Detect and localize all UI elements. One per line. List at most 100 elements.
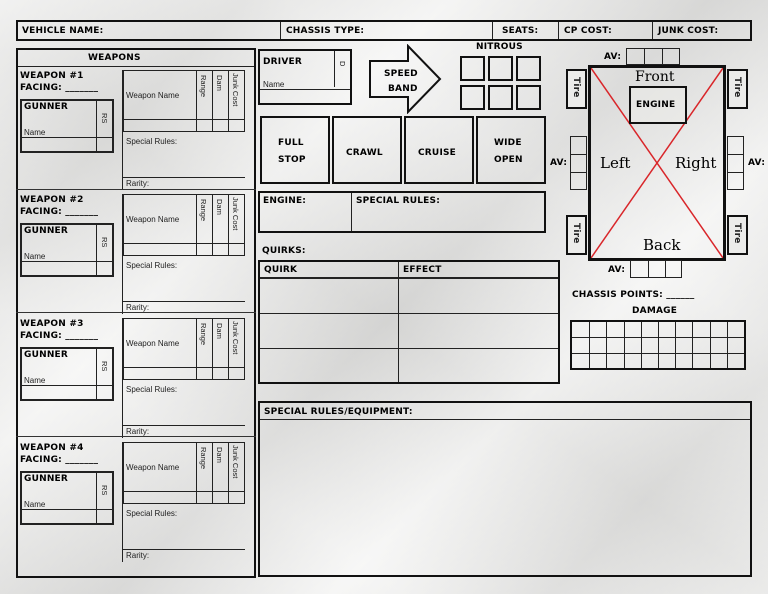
left-label: Left — [600, 154, 631, 172]
damage-cell[interactable] — [727, 353, 744, 368]
damage-cell[interactable] — [727, 322, 744, 337]
damage-cell[interactable] — [658, 337, 675, 352]
damage-cell[interactable] — [710, 337, 727, 352]
weapon-special-rules-label: Special Rules: — [126, 385, 178, 394]
special-rules-field[interactable] — [354, 209, 542, 231]
quirk-row-3[interactable] — [260, 349, 558, 382]
chassis-type-field[interactable] — [368, 22, 488, 39]
damage-cell[interactable] — [710, 353, 727, 368]
tire-back-left-label: Tire — [571, 223, 581, 244]
right-label: Right — [675, 154, 717, 172]
speed-option-line1: FULL — [278, 138, 304, 148]
chassis-type-label: CHASSIS TYPE: — [286, 26, 365, 36]
quirk-row-1[interactable] — [260, 279, 558, 312]
damage-cell[interactable] — [675, 337, 692, 352]
damage-cell[interactable] — [606, 322, 623, 337]
weapon-special-rules-field[interactable] — [124, 148, 244, 174]
weapon-facing-label: FACING: _______ — [20, 331, 99, 341]
damage-cell[interactable] — [624, 353, 641, 368]
weapon-name-label: Weapon Name — [126, 339, 180, 348]
quirk-row-2[interactable] — [260, 314, 558, 347]
damage-cell[interactable] — [606, 337, 623, 352]
damage-cell[interactable] — [572, 337, 589, 352]
equipment-field[interactable] — [262, 421, 748, 573]
weapon-name-field[interactable] — [125, 120, 195, 131]
gunner-name-field[interactable] — [24, 387, 94, 399]
tire-back-left[interactable]: Tire — [566, 215, 587, 255]
weapon-name-field[interactable] — [125, 492, 195, 503]
nitrous-title: NITROUS — [476, 42, 523, 52]
weapon-rarity-label: Rarity: — [126, 179, 150, 188]
nitrous-box[interactable] — [460, 85, 485, 110]
damage-cell[interactable] — [692, 337, 709, 352]
gunner-label: GUNNER — [24, 102, 69, 112]
nitrous-box[interactable] — [516, 85, 541, 110]
left-av-boxes[interactable] — [570, 136, 587, 190]
weapon-special-rules-field[interactable] — [124, 396, 244, 422]
front-av-boxes[interactable] — [626, 48, 680, 65]
damage-cell[interactable] — [589, 353, 606, 368]
damage-cell[interactable] — [675, 353, 692, 368]
weapon-special-rules-field[interactable] — [124, 272, 244, 298]
weapon-special-rules-field[interactable] — [124, 520, 244, 546]
damage-title: DAMAGE — [632, 306, 678, 316]
dam-label: Dam — [215, 447, 224, 463]
gunner-rs-label: RS — [100, 113, 109, 124]
weapon-name-label: Weapon Name — [126, 91, 180, 100]
gunner-name-field[interactable] — [24, 511, 94, 523]
damage-cell[interactable] — [641, 337, 658, 352]
speed-option-line1: WIDE — [494, 138, 522, 148]
weapon-rarity-label: Rarity: — [126, 551, 150, 560]
damage-cell[interactable] — [589, 337, 606, 352]
damage-cell[interactable] — [675, 322, 692, 337]
weapon-name-field[interactable] — [125, 368, 195, 379]
damage-cell[interactable] — [572, 353, 589, 368]
range-label: Range — [199, 199, 208, 222]
gunner-rs-label: RS — [100, 361, 109, 372]
tire-front-right[interactable]: Tire — [727, 69, 748, 109]
damage-cell[interactable] — [727, 337, 744, 352]
gunner-label: GUNNER — [24, 350, 69, 360]
damage-cell[interactable] — [658, 353, 675, 368]
special-rules-label: SPECIAL RULES: — [356, 196, 441, 206]
gunner-name-field[interactable] — [24, 139, 94, 151]
tire-back-right[interactable]: Tire — [727, 215, 748, 255]
damage-cell[interactable] — [624, 322, 641, 337]
damage-cell[interactable] — [589, 322, 606, 337]
speed-option-3[interactable]: CRUISE — [404, 116, 474, 184]
range-label: Range — [199, 447, 208, 470]
tire-front-left[interactable]: Tire — [566, 69, 587, 109]
vehicle-name-field[interactable] — [108, 22, 278, 39]
damage-cell[interactable] — [692, 322, 709, 337]
engine-box: ENGINE — [629, 86, 687, 124]
nitrous-box[interactable] — [488, 85, 513, 110]
gunner-name-field[interactable] — [24, 263, 94, 275]
damage-grid — [570, 320, 746, 370]
engine-field[interactable] — [262, 209, 348, 231]
damage-cell[interactable] — [606, 353, 623, 368]
gunner-name-label: Name — [24, 128, 46, 137]
damage-cell[interactable] — [641, 353, 658, 368]
nitrous-box[interactable] — [488, 56, 513, 81]
speed-option-2[interactable]: CRAWL — [332, 116, 402, 184]
weapon-name-field[interactable] — [125, 244, 195, 255]
driver-name-field[interactable] — [262, 91, 348, 103]
damage-cell[interactable] — [572, 322, 589, 337]
nitrous-box[interactable] — [460, 56, 485, 81]
damage-cell[interactable] — [624, 337, 641, 352]
back-av-boxes[interactable] — [630, 260, 682, 278]
tire-front-left-label: Tire — [571, 77, 581, 98]
damage-cell[interactable] — [692, 353, 709, 368]
nitrous-box[interactable] — [516, 56, 541, 81]
damage-cell[interactable] — [641, 322, 658, 337]
damage-cell[interactable] — [710, 322, 727, 337]
right-av-boxes[interactable] — [727, 136, 744, 190]
weapon-name-label: Weapon Name — [126, 215, 180, 224]
damage-cell[interactable] — [658, 322, 675, 337]
chassis-points-label: CHASSIS POINTS: ______ — [572, 290, 695, 300]
